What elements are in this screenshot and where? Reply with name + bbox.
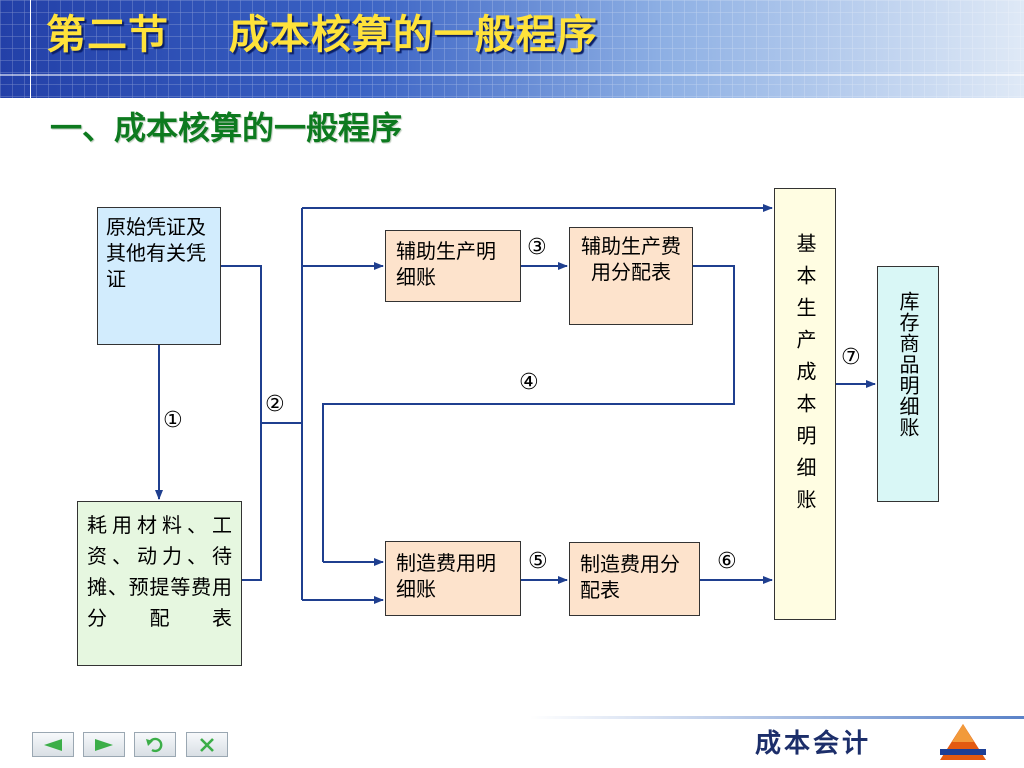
step-marker-5: ⑤ xyxy=(528,549,548,574)
header-grid-pattern xyxy=(0,0,1024,98)
box-original-vouchers: 原始凭证及其他有关凭 证 xyxy=(97,207,221,345)
prev-arrow-icon xyxy=(44,738,62,751)
box-aux-cost-allocation: 辅助生产费用分配表 xyxy=(569,227,693,325)
step-marker-3: ③ xyxy=(527,235,547,260)
next-slide-button[interactable] xyxy=(83,732,125,757)
brand-logo-icon xyxy=(940,724,986,760)
box-mfg-overhead-allocation: 制造费用分配表 xyxy=(569,542,700,616)
box-aux-production-ledger: 辅助生产明细账 xyxy=(385,230,521,302)
slide-title: 第二节 成本核算的一般程序 xyxy=(46,12,598,58)
step-marker-6: ⑥ xyxy=(717,549,737,574)
close-icon xyxy=(200,737,214,752)
header-divider xyxy=(30,0,31,104)
return-button[interactable] xyxy=(134,732,176,757)
step-marker-7: ⑦ xyxy=(841,345,861,370)
next-arrow-icon xyxy=(95,738,113,751)
box-mfg-overhead-ledger: 制造费用明细账 xyxy=(385,541,521,616)
slide-header: 第二节 成本核算的一般程序 xyxy=(0,0,1024,98)
section-subtitle: 一、成本核算的一般程序 xyxy=(50,109,403,147)
box-inventory-ledger: 库存商品明细账 xyxy=(877,266,939,502)
box-basic-production-cost-ledger: 基本生产成本明细账 xyxy=(774,188,836,620)
step-marker-1: ① xyxy=(163,408,183,433)
close-button[interactable] xyxy=(186,732,228,757)
prev-slide-button[interactable] xyxy=(32,732,74,757)
return-icon xyxy=(146,737,163,752)
box-expense-allocation: 耗用材料、工资、动力、待摊、预提等费用分配表 xyxy=(77,501,242,666)
step-marker-2: ② xyxy=(265,392,285,417)
footer-divider xyxy=(530,716,1024,719)
connector-aux-allocation-return xyxy=(322,265,735,562)
basic-cost-ledger-label: 基本生产成本明细账 xyxy=(793,233,817,521)
inventory-ledger-label: 库存商品明细账 xyxy=(896,291,920,438)
brand-label: 成本会计 xyxy=(755,729,872,759)
step-marker-4: ④ xyxy=(519,370,539,395)
